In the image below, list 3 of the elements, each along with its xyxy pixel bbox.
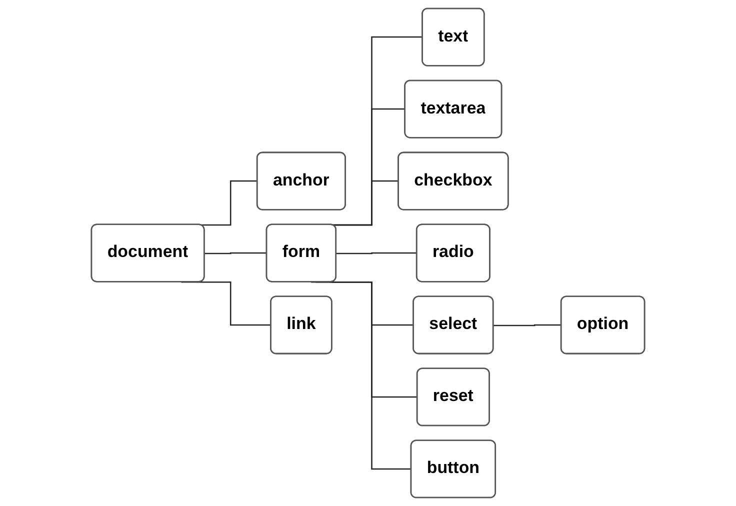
connector xyxy=(336,252,418,254)
connector xyxy=(204,252,268,254)
connector xyxy=(494,324,562,326)
